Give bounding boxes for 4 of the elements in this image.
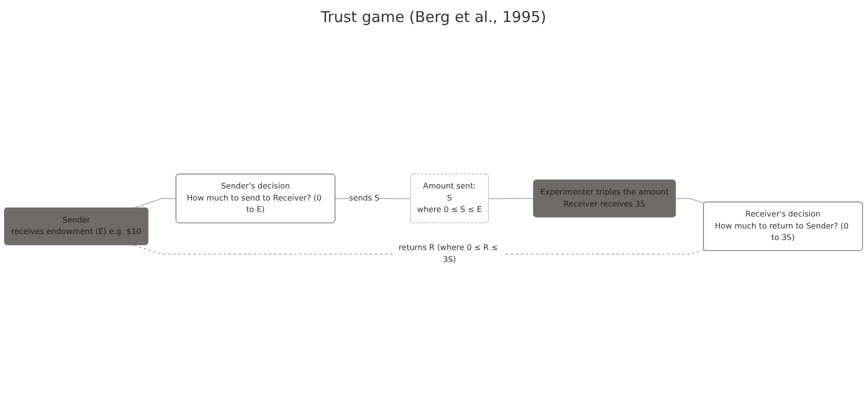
connector [675, 198, 705, 204]
connector [132, 198, 177, 209]
connector [488, 198, 534, 200]
diagram-title: Trust game (Berg et al., 1995) [320, 8, 548, 28]
